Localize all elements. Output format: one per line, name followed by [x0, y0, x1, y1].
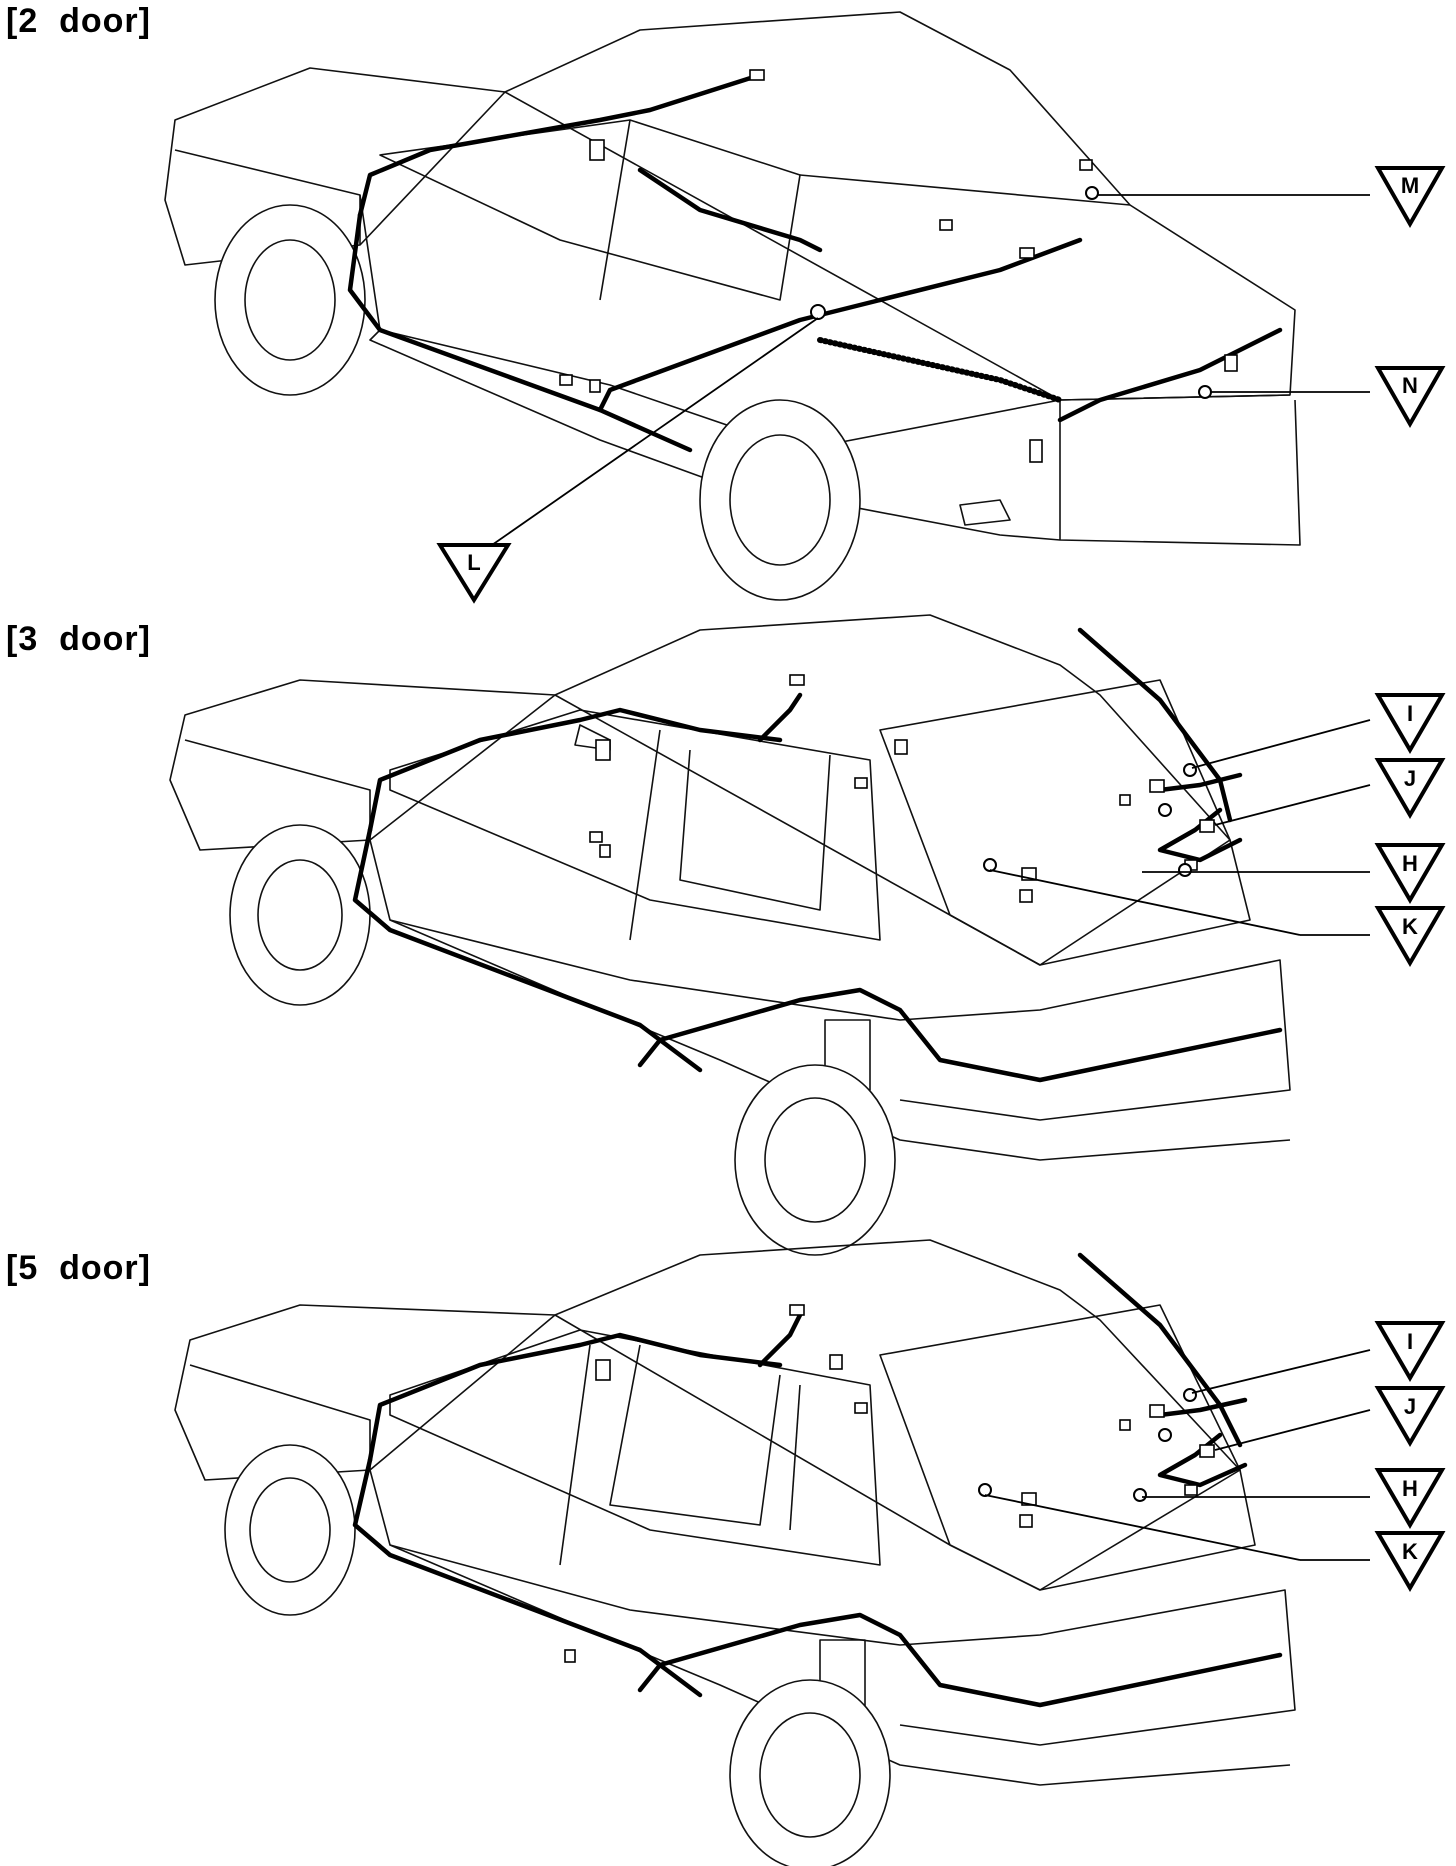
callout-N: N — [1374, 366, 1446, 429]
svg-text:K: K — [1402, 914, 1418, 939]
panel-2-door: [2 door] — [0, 0, 1456, 620]
panel-3-door: [3 door] — [0, 614, 1456, 1256]
callout-J: J — [1374, 758, 1446, 819]
callout-I: I — [1374, 693, 1446, 754]
svg-text:I: I — [1407, 1329, 1413, 1354]
callout-H: H — [1374, 1468, 1446, 1529]
svg-text:H: H — [1402, 1476, 1418, 1501]
svg-text:N: N — [1402, 373, 1418, 398]
svg-text:L: L — [467, 550, 480, 575]
panel-title: [2 door] — [6, 2, 151, 40]
callout-K: K — [1374, 1531, 1446, 1592]
svg-text:J: J — [1404, 1394, 1416, 1419]
car-5-door-diagram: I J H K — [174, 1239, 1446, 1866]
callout-J: J — [1374, 1386, 1446, 1447]
panel-5-door: [5 door] — [0, 1239, 1456, 1866]
callout-L: L — [436, 543, 512, 604]
panel-title: [3 door] — [6, 620, 151, 658]
car-2-door-diagram: M N L — [164, 11, 1446, 604]
svg-text:J: J — [1404, 766, 1416, 791]
svg-text:K: K — [1402, 1539, 1418, 1564]
svg-text:H: H — [1402, 851, 1418, 876]
car-3-door-diagram: I J H K — [169, 614, 1446, 1256]
panel-title: [5 door] — [6, 1249, 151, 1287]
callout-H: H — [1374, 843, 1446, 904]
callout-I: I — [1374, 1321, 1446, 1382]
callout-M: M — [1374, 166, 1446, 229]
callout-K: K — [1374, 906, 1446, 967]
svg-text:M: M — [1401, 173, 1419, 198]
svg-text:I: I — [1407, 701, 1413, 726]
